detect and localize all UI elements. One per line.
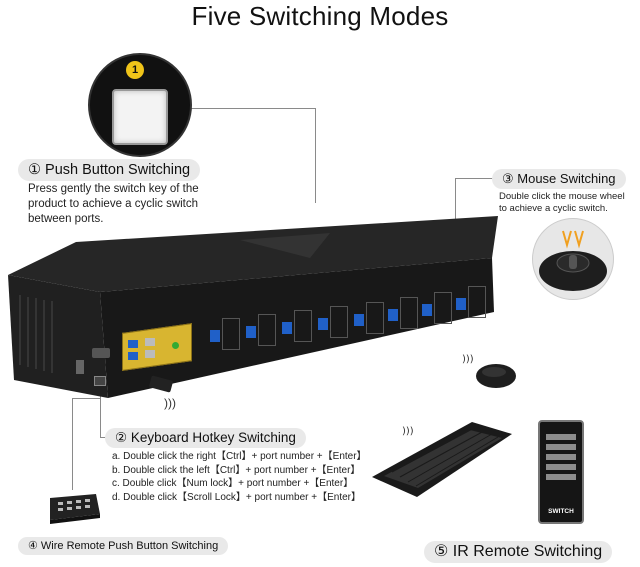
- leader-line-push: [190, 108, 315, 109]
- port-group-5: [354, 314, 364, 326]
- leader-line-mouse-down: [455, 178, 456, 228]
- hdmi-ports-1: [222, 318, 240, 350]
- hotkey-item-c: c. Double click【Num lock】+ port number +…: [112, 478, 354, 489]
- ir-remote: SWITCH: [538, 420, 584, 524]
- mouse-description: Double click the mouse wheel to achieve …: [499, 191, 639, 215]
- hdmi-ports-7: [434, 292, 452, 324]
- usb-port-1[interactable]: [128, 340, 138, 348]
- leader-line-wire-h: [72, 398, 100, 399]
- mouse-desc-line-1: Double click the mouse wheel: [499, 191, 625, 202]
- leader-line-mouse: [455, 178, 495, 179]
- push-button-description: Press gently the switch key of the produ…: [28, 182, 228, 227]
- hdmi-ports-3: [294, 310, 312, 342]
- mouse-wheel-icon: [539, 230, 607, 291]
- leader-line-push-down: [315, 108, 316, 203]
- push-desc-line-2: product to achieve a cyclic switch: [28, 198, 199, 210]
- keyboard-heading: ② Keyboard Hotkey Switching: [105, 428, 306, 448]
- usb-port-4[interactable]: [145, 350, 155, 358]
- hdmi-ports-6: [400, 297, 418, 329]
- port-number-badge: 1: [126, 61, 144, 79]
- svg-text:))): ))): [462, 354, 474, 365]
- mouse-desc-line-2: to achieve a cyclic switch.: [499, 203, 608, 214]
- hdmi-ports-8: [468, 286, 486, 318]
- wireless-mouse: ))): [462, 354, 516, 388]
- svg-text:))): ))): [402, 426, 414, 437]
- mouse-wheel-callout: [532, 218, 614, 300]
- port-group-8: [456, 298, 466, 310]
- wireless-keyboard: ))): [372, 422, 512, 497]
- keyboard-hotkey-list: a. Double click the right【Ctrl】+ port nu…: [112, 450, 382, 504]
- hotkey-item-a: a. Double click the right【Ctrl】+ port nu…: [112, 451, 367, 462]
- audio-port[interactable]: [172, 342, 179, 349]
- port-group-1: [210, 330, 220, 342]
- leader-line-wire: [72, 398, 73, 490]
- wireless-signal-icon: ))): [164, 396, 176, 410]
- hdmi-ports-2: [258, 314, 276, 346]
- vga-port[interactable]: [92, 348, 110, 358]
- port-group-3: [282, 322, 292, 334]
- port-group-7: [422, 304, 432, 316]
- hotkey-item-b: b. Double click the left【Ctrl】+ port num…: [112, 464, 361, 476]
- usb-port-2[interactable]: [128, 352, 138, 360]
- push-button-key[interactable]: [112, 89, 168, 145]
- push-button-heading: ① Push Button Switching: [18, 159, 201, 181]
- ir-remote-heading: ⑤ IR Remote Switching: [424, 541, 613, 563]
- push-desc-line-1: Press gently the switch key of the: [28, 183, 199, 195]
- kvm-switch-device: [8, 216, 498, 398]
- page-title: Five Switching Modes: [191, 1, 449, 31]
- wire-remote-heading: ④ Wire Remote Push Button Switching: [18, 537, 229, 555]
- port-group-2: [246, 326, 256, 338]
- dc-port[interactable]: [94, 376, 106, 386]
- power-switch[interactable]: [76, 360, 84, 374]
- port-group-6: [388, 309, 398, 321]
- ir-remote-label: SWITCH: [548, 508, 574, 515]
- push-button-callout: 1: [88, 53, 192, 157]
- hotkey-item-d: d. Double click【Scroll Lock】+ port numbe…: [112, 491, 361, 503]
- ir-remote-buttons: [546, 432, 576, 484]
- wire-remote: [50, 494, 100, 524]
- mouse-heading: ③ Mouse Switching: [492, 169, 626, 189]
- hdmi-ports-5: [366, 302, 384, 334]
- leader-line-keyboard: [100, 390, 101, 437]
- push-desc-line-3: between ports.: [28, 213, 104, 225]
- port-group-4: [318, 318, 328, 330]
- usb-port-3[interactable]: [145, 338, 155, 346]
- hdmi-ports-4: [330, 306, 348, 338]
